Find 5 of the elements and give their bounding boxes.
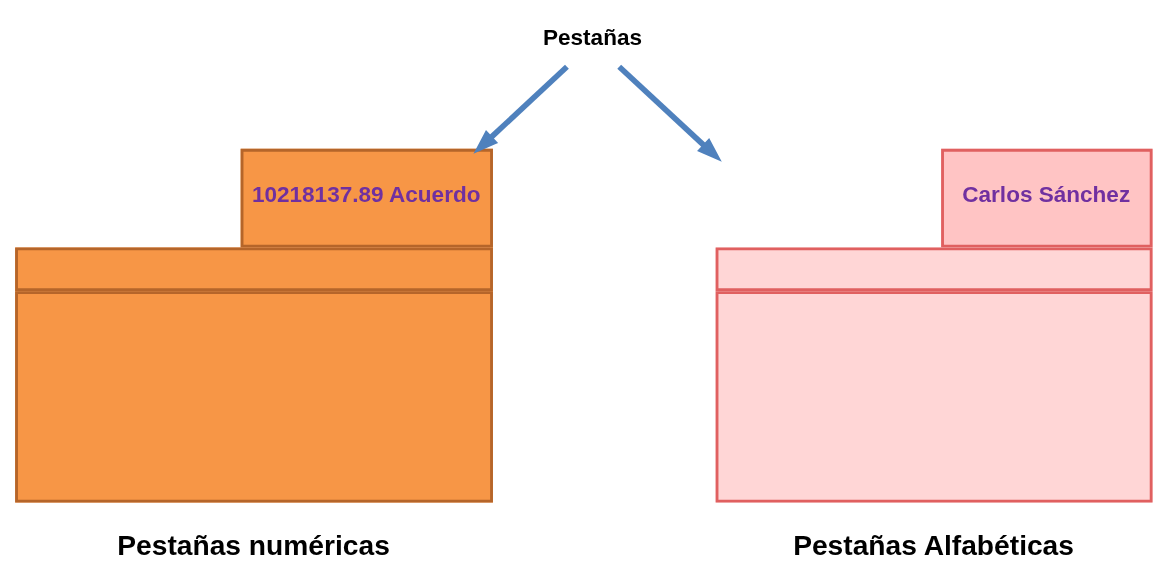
arrow	[473, 64, 569, 154]
node-label: Pestañas Alfabéticas	[793, 528, 1074, 561]
node-text: Pestañas	[542, 24, 643, 50]
node-label: Pestañas numéricas	[117, 528, 390, 561]
arrow	[617, 64, 722, 162]
